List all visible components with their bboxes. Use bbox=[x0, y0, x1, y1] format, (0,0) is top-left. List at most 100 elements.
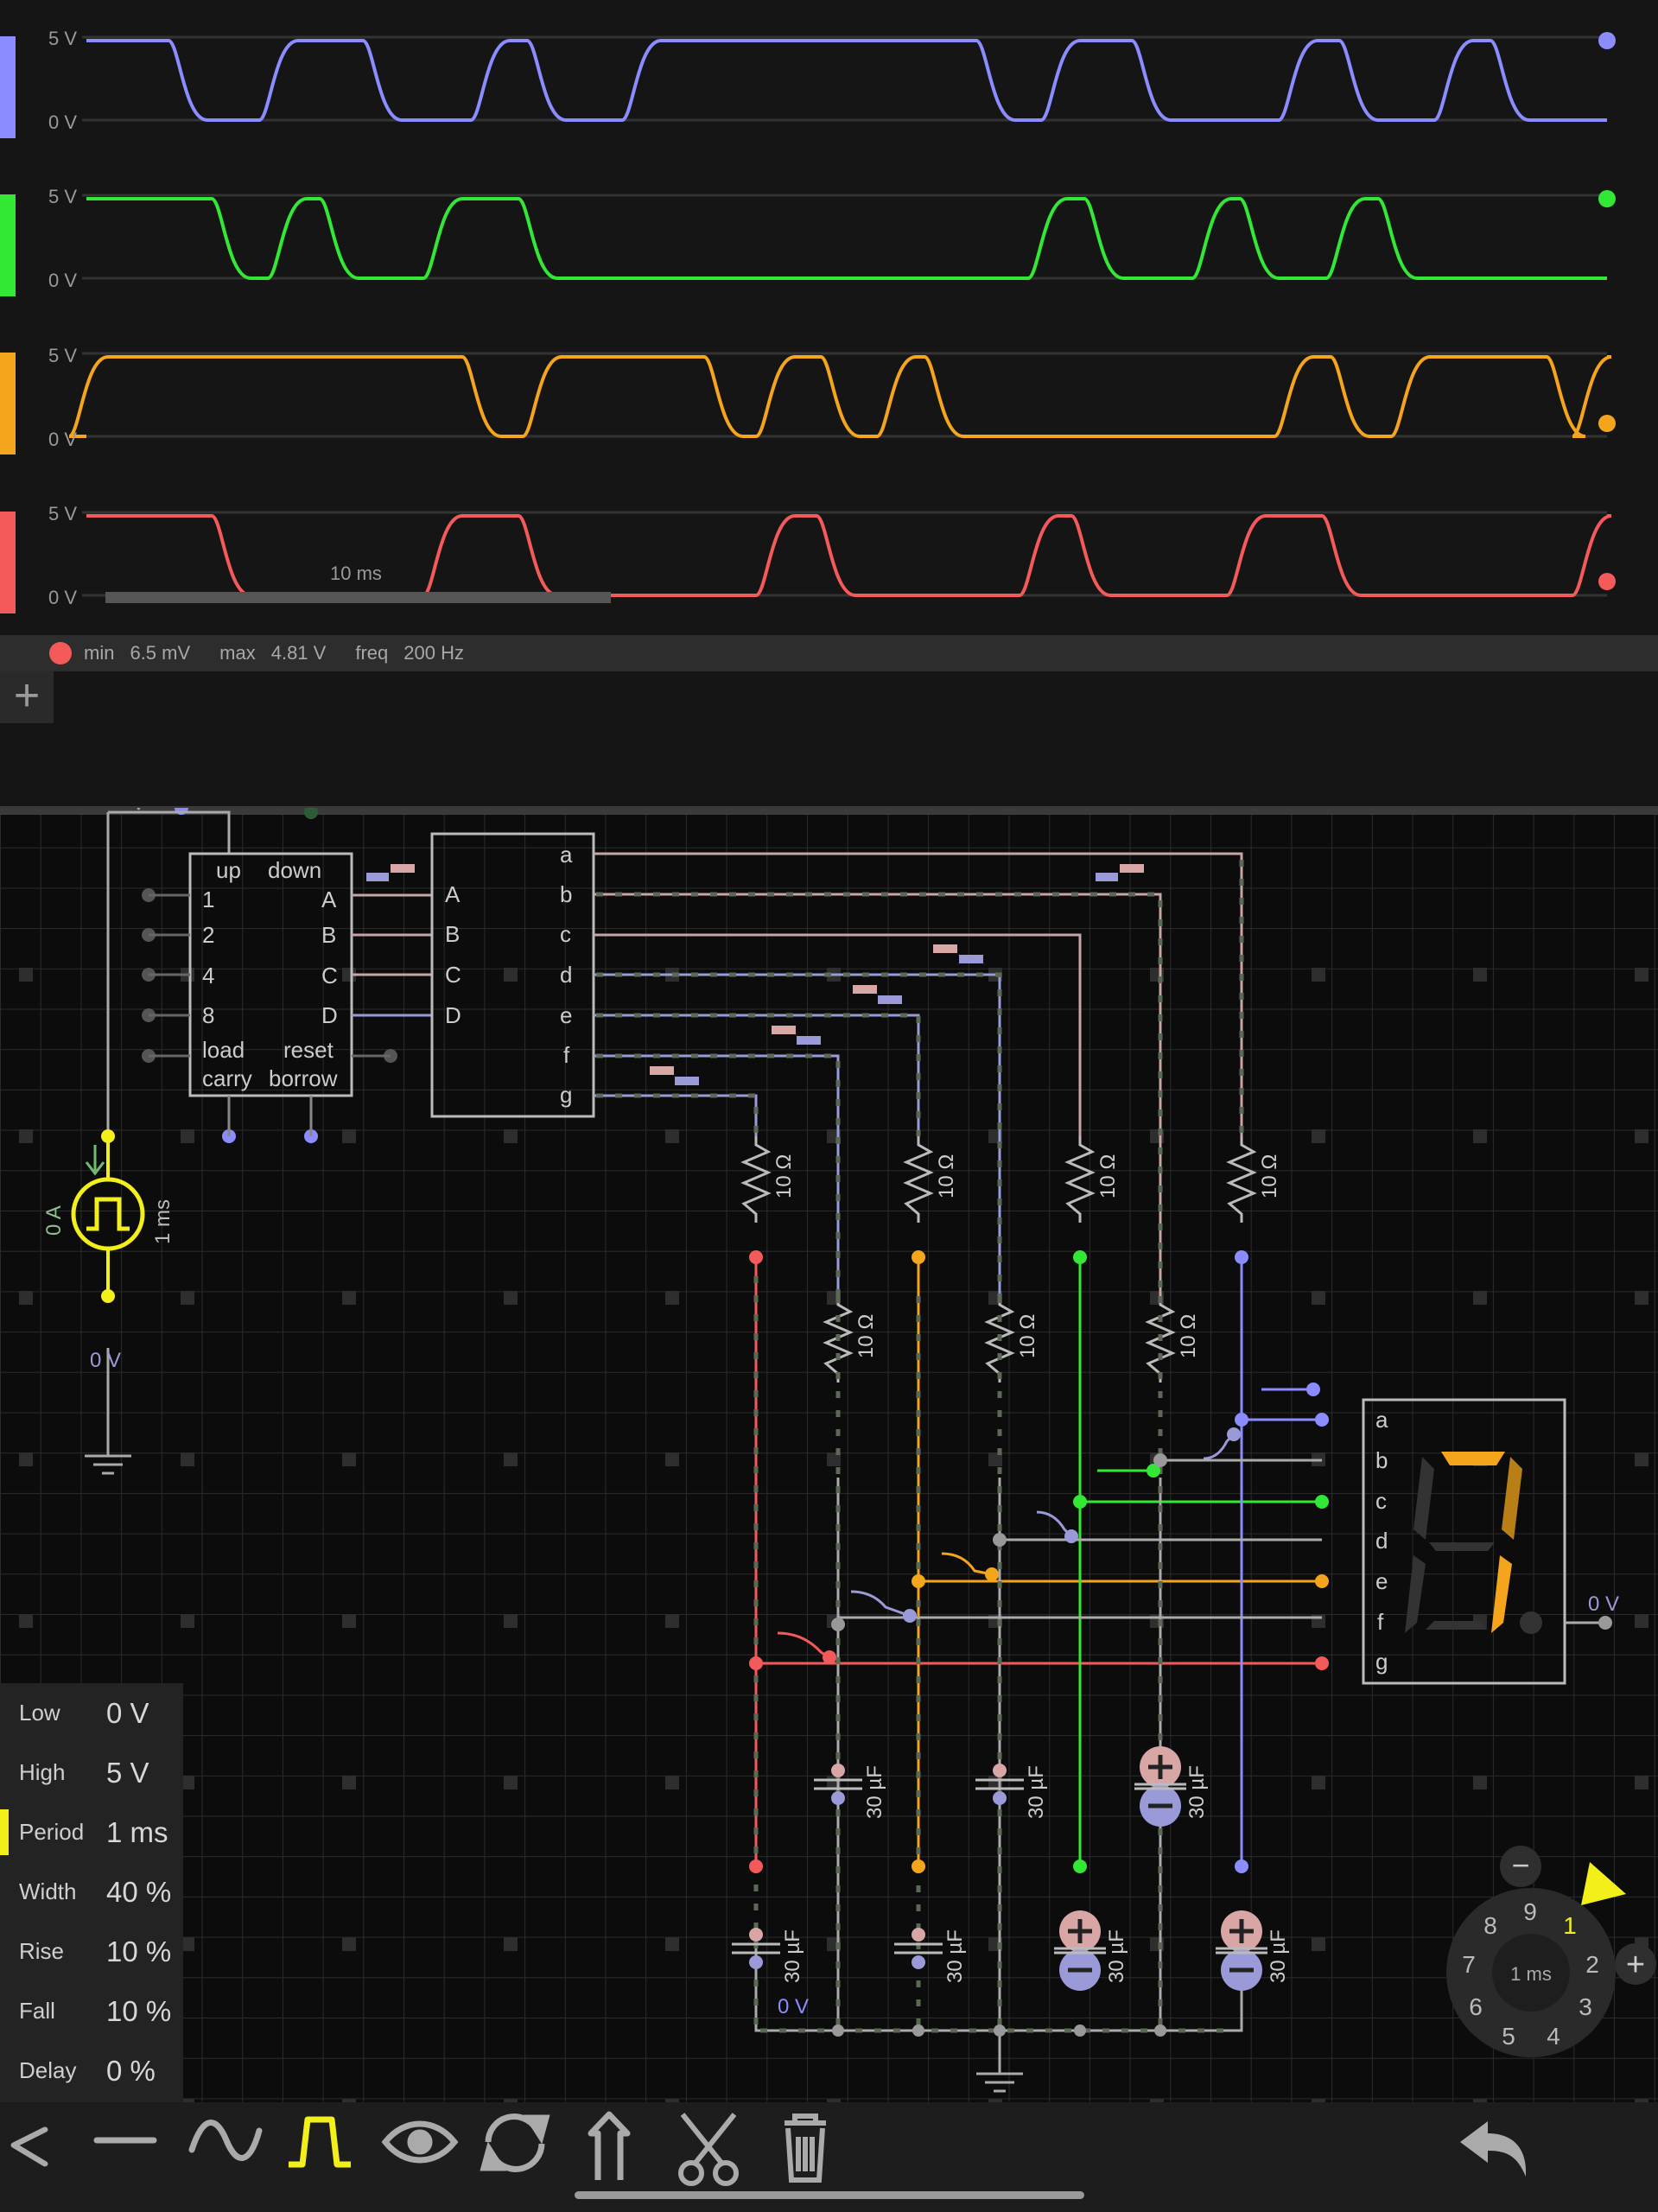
cut-icon[interactable] bbox=[678, 2113, 739, 2186]
resistor-value-label: 10 Ω bbox=[935, 1154, 958, 1198]
decoder-out-a: a bbox=[560, 842, 573, 868]
home-indicator[interactable] bbox=[575, 2191, 1084, 2199]
seven-segment-display[interactable]: a b c d e f g bbox=[1362, 1398, 1566, 1685]
resistor[interactable] bbox=[740, 1136, 772, 1223]
param-label: Fall bbox=[19, 1998, 55, 2024]
param-delay[interactable]: Delay 0 % bbox=[0, 2041, 183, 2101]
capacitor-value-label: 30 µF bbox=[1105, 1929, 1128, 1983]
channel-tab-2[interactable] bbox=[0, 194, 16, 296]
capacitor[interactable] bbox=[814, 1764, 862, 1805]
dial-7[interactable]: 7 bbox=[1462, 1951, 1476, 1978]
capacitor[interactable] bbox=[732, 1928, 780, 1969]
display-in-a: a bbox=[1375, 1407, 1388, 1433]
pulse-icon[interactable] bbox=[289, 2116, 351, 2168]
decoder-out-g: g bbox=[560, 1082, 572, 1108]
timebase-scrollbar[interactable] bbox=[105, 592, 611, 603]
dial-6[interactable]: 6 bbox=[1469, 1993, 1483, 2020]
dial-2[interactable]: 2 bbox=[1585, 1951, 1599, 1978]
ch4-end-dot bbox=[1598, 573, 1616, 590]
capacitor[interactable] bbox=[1054, 1910, 1106, 1991]
dial-plus-button[interactable]: + bbox=[1615, 1943, 1656, 1985]
param-high[interactable]: High 5 V bbox=[0, 1743, 183, 1802]
sine-icon[interactable] bbox=[188, 2120, 263, 2161]
oscilloscope[interactable]: 5 V 0 V 5 V 0 V 5 V 0 V 5 V 0 V 10 ms bbox=[0, 0, 1658, 635]
svg-text:+: + bbox=[1626, 1947, 1645, 1983]
add-trace-button[interactable]: + bbox=[0, 671, 54, 723]
pulse-source[interactable] bbox=[71, 1129, 145, 1303]
param-rise[interactable]: Rise 10 % bbox=[0, 1922, 183, 1981]
resistor-value-label: 10 Ω bbox=[1016, 1314, 1039, 1358]
freq-label: freq bbox=[355, 642, 389, 664]
dial-9[interactable]: 9 bbox=[1523, 1898, 1537, 1925]
ch2-end-dot bbox=[1598, 190, 1616, 207]
param-value[interactable]: 40 % bbox=[106, 1875, 172, 1908]
decoder-in-A: A bbox=[445, 881, 461, 907]
counter-out-D: D bbox=[321, 1002, 338, 1028]
param-label: High bbox=[19, 1759, 66, 1785]
resistor[interactable] bbox=[1226, 1136, 1257, 1223]
decoder-in-C: C bbox=[445, 962, 461, 988]
freq-value: 200 Hz bbox=[403, 642, 464, 664]
capacitor-value-label: 30 µF bbox=[1025, 1765, 1048, 1819]
dial-8[interactable]: 8 bbox=[1483, 1912, 1497, 1939]
rotate-icon[interactable] bbox=[480, 2113, 550, 2172]
resistor[interactable] bbox=[903, 1136, 934, 1223]
resistor-value-label: 10 Ω bbox=[772, 1154, 796, 1198]
dial-minus-button[interactable]: − bbox=[1500, 1846, 1541, 1887]
param-label: Rise bbox=[19, 1938, 65, 1964]
trash-icon[interactable] bbox=[785, 2113, 826, 2183]
back-icon[interactable] bbox=[10, 2126, 48, 2167]
resistor-value-label: 10 Ω bbox=[854, 1314, 878, 1358]
counter-up-label: up bbox=[216, 857, 241, 883]
channel-tab-4[interactable] bbox=[0, 512, 16, 613]
channel-tab-3[interactable] bbox=[0, 353, 16, 454]
display-in-b: b bbox=[1375, 1447, 1388, 1473]
param-value[interactable]: 0 % bbox=[106, 2054, 156, 2087]
max-value: 4.81 V bbox=[270, 642, 327, 664]
stats-channel-dot[interactable] bbox=[49, 642, 72, 664]
eye-icon[interactable] bbox=[381, 2120, 459, 2164]
param-value[interactable]: 1 ms bbox=[106, 1815, 168, 1848]
param-value[interactable]: 0 V bbox=[106, 1696, 149, 1729]
dial-1[interactable]: 1 bbox=[1563, 1912, 1577, 1939]
dial-4[interactable]: 4 bbox=[1547, 2023, 1560, 2050]
resistor-value-label: 10 Ω bbox=[1096, 1154, 1120, 1198]
ch4-bottom-label: 0 V bbox=[48, 587, 77, 608]
capacitor[interactable] bbox=[894, 1928, 943, 1969]
capacitor[interactable] bbox=[975, 1764, 1024, 1805]
panel-divider[interactable] bbox=[0, 806, 1658, 815]
counter-in-load: load bbox=[202, 1037, 245, 1063]
dial-5[interactable]: 5 bbox=[1502, 2023, 1515, 2050]
value-dial[interactable]: 1 ms 9 1 2 3 4 5 6 7 8 bbox=[1446, 1862, 1626, 2057]
dial-3[interactable]: 3 bbox=[1579, 1993, 1592, 2020]
decoder-out-e: e bbox=[560, 1002, 572, 1028]
param-label: Delay bbox=[19, 2057, 77, 2083]
param-value[interactable]: 10 % bbox=[106, 1935, 172, 1967]
param-label: Period bbox=[19, 1819, 85, 1845]
source-period-label: 1 ms bbox=[151, 1199, 175, 1244]
capacitor[interactable] bbox=[1216, 1910, 1267, 1991]
trace bbox=[86, 197, 1607, 280]
digit-segments bbox=[1405, 1452, 1542, 1634]
flip-icon[interactable] bbox=[588, 2111, 631, 2180]
param-value[interactable]: 5 V bbox=[106, 1756, 149, 1789]
dial-center-label: 1 ms bbox=[1510, 1963, 1552, 1985]
undo-icon[interactable] bbox=[1460, 2121, 1527, 2177]
param-fall[interactable]: Fall 10 % bbox=[0, 1981, 183, 2041]
display-in-c: c bbox=[1375, 1488, 1387, 1514]
capacitor-value-label: 30 µF bbox=[863, 1765, 886, 1819]
channel-tab-1[interactable] bbox=[0, 36, 16, 138]
param-period[interactable]: Period 1 ms bbox=[0, 1802, 183, 1862]
capacitor[interactable] bbox=[1134, 1746, 1186, 1827]
circuit-svg: up down 1 2 4 8 load A B C D reset carry… bbox=[0, 780, 1658, 2113]
circuit-canvas[interactable]: up down 1 2 4 8 load A B C D reset carry… bbox=[0, 780, 1658, 2113]
decoder-out-d: d bbox=[560, 962, 572, 988]
ch3-top-label: 5 V bbox=[48, 345, 77, 366]
resistor[interactable] bbox=[1064, 1136, 1096, 1223]
ch1-top-label: 5 V bbox=[48, 28, 77, 49]
param-value[interactable]: 10 % bbox=[106, 1994, 172, 2027]
counter-carry: carry bbox=[202, 1065, 252, 1091]
counter-down-label: down bbox=[268, 857, 321, 883]
